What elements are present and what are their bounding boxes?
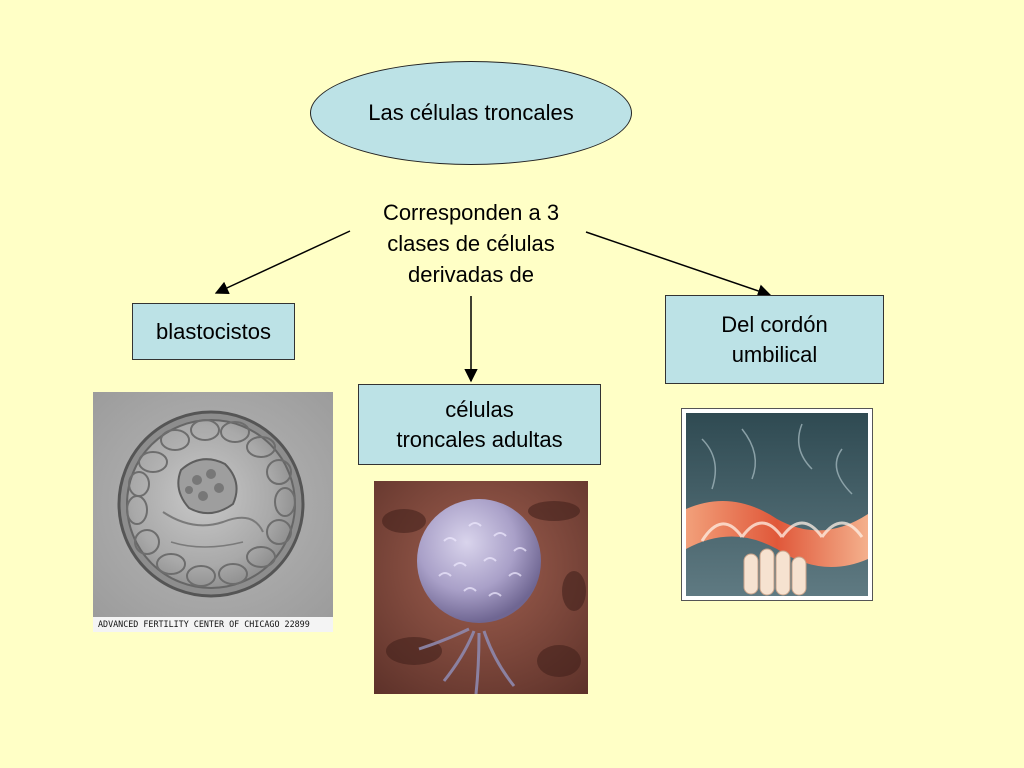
arrow-to-blastocistos xyxy=(214,230,351,295)
node-label: umbilical xyxy=(731,341,818,367)
subtitle-line: Corresponden a 3 xyxy=(382,200,560,225)
node-label: Del cordón xyxy=(721,311,828,337)
blastocistos-node: blastocistos xyxy=(132,303,295,360)
blastocyst-photo: ADVANCED FERTILITY CENTER OF CHICAGO 228… xyxy=(93,392,333,632)
subtitle-line: derivadas de xyxy=(408,262,534,287)
adult-stem-cells-node: células troncales adultas xyxy=(358,384,601,465)
node-label: células xyxy=(445,396,514,422)
title-text: Las células troncales xyxy=(368,100,574,125)
title-node: Las células troncales xyxy=(310,61,632,165)
photo-caption: ADVANCED FERTILITY CENTER OF CHICAGO 228… xyxy=(93,617,333,632)
adult-stem-cell-photo xyxy=(374,481,588,694)
subtitle-text: Corresponden a 3 clases de células deriv… xyxy=(340,197,602,290)
node-label: troncales adultas xyxy=(396,426,563,452)
umbilical-cord-node: Del cordón umbilical xyxy=(665,295,884,384)
node-label: blastocistos xyxy=(156,318,271,344)
umbilical-cord-photo xyxy=(681,408,873,601)
arrow-to-umbilical-cord xyxy=(585,231,772,298)
subtitle-line: clases de células xyxy=(387,231,555,256)
